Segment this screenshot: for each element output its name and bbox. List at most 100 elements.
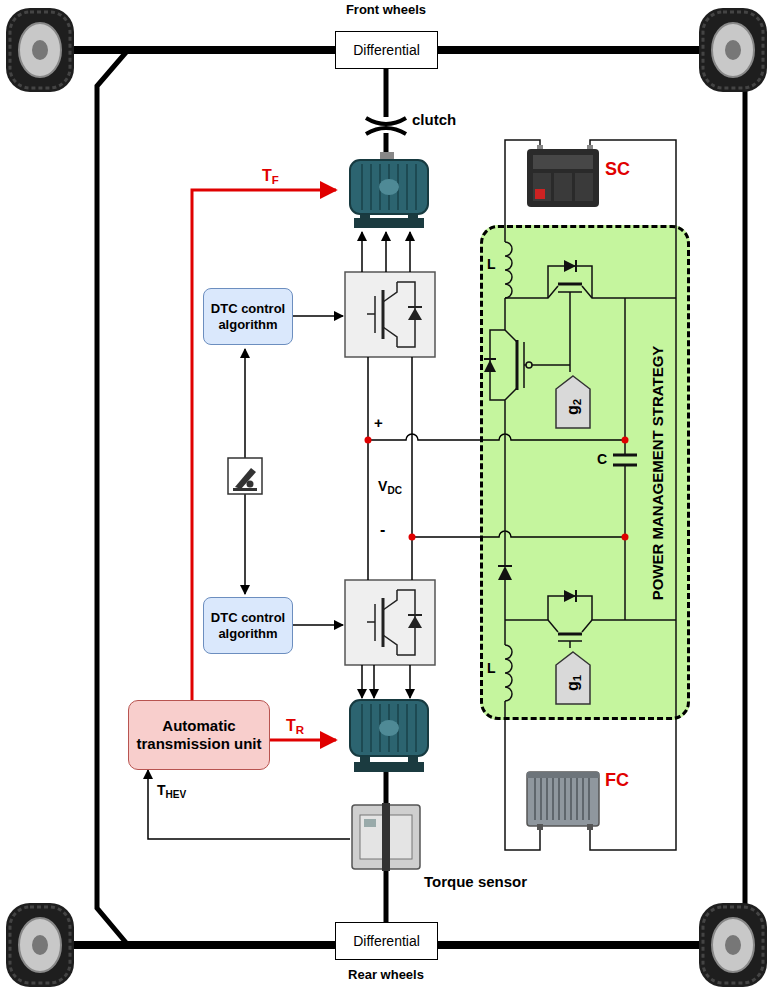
control-wire: [291, 624, 343, 626]
pedal-sensor: [247, 481, 254, 488]
gate-signal-text: g2: [563, 399, 582, 415]
wheel: [699, 903, 767, 987]
converter-circuit: [558, 283, 582, 286]
device-picture-part: [587, 824, 593, 830]
clutch-symbol: [366, 118, 406, 124]
phase-wire: [362, 232, 410, 698]
gate-tag-outline: [556, 376, 590, 428]
wheel: [699, 8, 767, 92]
transmission-box: Automatic transmission unit: [128, 700, 270, 770]
dc-bus: [368, 434, 625, 440]
gate-signal: g1: [555, 651, 591, 705]
torque-sensor-picture: [350, 803, 426, 873]
junction-dot: [409, 534, 416, 541]
electric-motor: [379, 720, 399, 736]
inverter: [408, 614, 422, 616]
wheel: [6, 8, 74, 92]
converter-circuit: [504, 298, 506, 330]
capacitor-label: C: [597, 451, 607, 468]
converter-circuit: [504, 580, 506, 645]
diode-symbol: [498, 566, 512, 580]
electric-motor: [350, 700, 428, 772]
device-picture-part: [533, 173, 551, 201]
electric-motor: [379, 179, 399, 195]
clutch-label: clutch: [412, 111, 456, 129]
torque-command-wire: [268, 739, 336, 742]
converter-circuit: [516, 340, 519, 390]
wheel: [725, 40, 741, 60]
wheel: [699, 903, 767, 987]
electric-motor: [354, 762, 424, 772]
converter-circuit: [558, 633, 582, 636]
wheel: [725, 935, 741, 955]
subscript: F: [272, 174, 279, 186]
wheel: [6, 903, 74, 987]
phase-wire: [373, 665, 375, 698]
torque-signal: TR: [286, 716, 304, 735]
wheel: [6, 8, 74, 92]
wheel: [10, 907, 70, 983]
chassis-frame: [40, 50, 745, 945]
converter-circuit: [505, 330, 517, 566]
supercapacitor-picture: [525, 145, 601, 215]
device-picture-part: [537, 824, 543, 830]
torque-command-wire: [192, 190, 336, 700]
converter-circuit: [548, 266, 592, 298]
wheel: [703, 12, 763, 88]
device-picture-part: [554, 173, 572, 201]
differential-box: Differential: [335, 922, 438, 960]
transmission-box-text: Automatic transmission unit: [135, 717, 263, 753]
wheel: [699, 8, 767, 92]
control-wire: [244, 494, 246, 594]
dc-bus: [367, 357, 369, 580]
control-box-text: DTC control algorithm: [210, 610, 286, 641]
fuel-cell-picture: [525, 768, 601, 838]
inverter: [408, 306, 422, 308]
torque-signal: THEV: [155, 782, 188, 799]
device-picture-part: [527, 772, 599, 826]
device-picture-part: [527, 149, 599, 207]
voltage-label: VDC: [378, 478, 402, 495]
differential-box: Differential: [335, 31, 438, 69]
electric-motor: [350, 700, 428, 756]
inductor-label: L: [487, 660, 496, 677]
converter-circuit: [505, 620, 676, 632]
inverter: [345, 272, 435, 357]
inverter: [345, 580, 435, 665]
device-picture-part: [535, 778, 589, 820]
chassis-frame: [97, 50, 745, 945]
wheel: [19, 918, 61, 972]
strategy-region: POWER MANAGEMENT STRATEGY g2 g1: [480, 225, 690, 720]
control-wire: [291, 315, 343, 317]
strategy-region-text: POWER MANAGEMENT STRATEGY: [649, 346, 667, 601]
wheel: [19, 23, 61, 77]
subscript: HEV: [166, 789, 187, 800]
diode-symbol: [484, 360, 496, 372]
device-picture-part: [575, 173, 593, 201]
converter-circuit: [624, 298, 626, 620]
converter-circuit: [505, 645, 512, 701]
diode-symbol: [564, 260, 576, 272]
gate-tag-outline: [556, 652, 590, 704]
dc-bus: [368, 357, 625, 580]
subscript: DC: [387, 485, 402, 496]
subscript: 1: [571, 675, 583, 681]
device-picture-part: [382, 803, 390, 871]
converter-circuit: [590, 140, 676, 850]
electric-motor: [350, 160, 428, 214]
torque-signal: TF: [262, 166, 279, 185]
wheel: [712, 918, 754, 972]
device-picture-part: [533, 155, 593, 169]
converter-circuit: [484, 140, 676, 850]
polarity-sign: -: [380, 520, 385, 539]
diode-symbol: [484, 260, 576, 602]
junction-dot: [622, 437, 629, 444]
torque-command-wire: [192, 190, 336, 740]
gate-signal-text: g1: [563, 675, 582, 691]
inverter: [345, 580, 435, 665]
inverter: [345, 272, 435, 357]
inverter: [408, 616, 422, 628]
converter-circuit: [524, 342, 570, 388]
converter-circuit: [505, 286, 676, 298]
